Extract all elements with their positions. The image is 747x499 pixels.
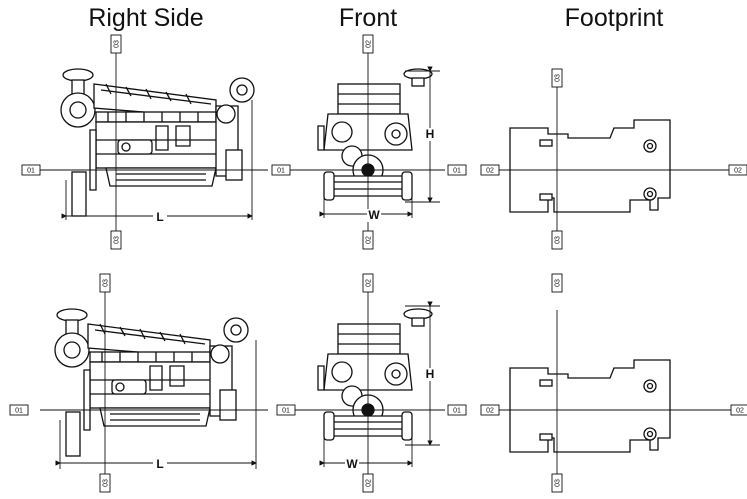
engine-front-view-bottom xyxy=(317,308,433,441)
heading-front: Front xyxy=(338,4,398,32)
axis-tag-01-side-right-bottom-label: 01 xyxy=(282,408,290,415)
axis-tag-03-side-bottom-top-label: 03 xyxy=(114,236,121,244)
axis-tag-01-side-right-top: 01 xyxy=(271,164,291,176)
axis-tag-03-side-top-top-label: 03 xyxy=(114,40,121,48)
axis-tag-03-side-top-bottom: 03 xyxy=(99,273,111,293)
axis-tag-01-front-right-bottom: 01 xyxy=(447,404,467,416)
axis-tag-01-side-left-bottom-label: 01 xyxy=(15,408,23,415)
axis-tag-02-footprint-left-bottom-label: 02 xyxy=(486,408,494,415)
axis-tag-02-footprint-right-bottom: 02 xyxy=(730,404,747,416)
dimension-length-top-label: L xyxy=(156,210,163,224)
axis-tag-02-footprint-right-bottom-label: 02 xyxy=(736,408,744,415)
engine-footprint-view-top xyxy=(509,119,671,213)
axis-tag-01-side-left-top-label: 01 xyxy=(27,168,35,175)
axis-tag-03-side-bottom-top: 03 xyxy=(110,230,122,250)
engine-side-view-bottom xyxy=(54,308,249,457)
axis-tag-01-side-left-top: 01 xyxy=(21,164,41,176)
axis-tag-01-front-right-top: 01 xyxy=(447,164,467,176)
axis-tag-01-front-right-bottom-label: 01 xyxy=(453,408,461,415)
axis-tag-03-footprint-bottom-bottom: 03 xyxy=(551,473,563,493)
axis-tag-03-footprint-top-top-label: 03 xyxy=(555,74,562,82)
axis-tag-03-side-bottom-bottom-label: 03 xyxy=(103,479,110,487)
axis-tag-02-front-bottom-bottom-label: 02 xyxy=(366,479,373,487)
axis-tag-03-footprint-bottom-bottom-label: 03 xyxy=(555,479,562,487)
dimension-height-bottom-label: H xyxy=(426,367,435,381)
dimension-length-bottom-label: L xyxy=(156,457,163,471)
axis-tag-01-front-right-top-label: 01 xyxy=(453,168,461,175)
axis-tag-03-footprint-top-top: 03 xyxy=(551,68,563,88)
axis-tag-02-front-top-bottom: 02 xyxy=(362,273,374,293)
axis-tag-01-side-right-top-label: 01 xyxy=(277,168,285,175)
axis-tag-02-footprint-left-bottom: 02 xyxy=(480,404,500,416)
heading-footprint: Footprint xyxy=(564,4,664,32)
dimension-height-top-label: H xyxy=(426,127,435,141)
dimension-width-top-label: W xyxy=(368,208,380,222)
dimension-width-bottom-label: W xyxy=(346,457,358,471)
engine-footprint-view-bottom xyxy=(509,359,671,453)
axis-tag-02-footprint-right-top-label: 02 xyxy=(734,168,742,175)
axis-tag-03-side-bottom-bottom: 03 xyxy=(99,473,111,493)
axis-tag-02-footprint-left-top: 02 xyxy=(480,164,500,176)
axis-tag-02-front-top-bottom-label: 02 xyxy=(366,279,373,287)
engine-side-view-top xyxy=(60,68,255,217)
axis-tag-03-side-top-top: 03 xyxy=(110,34,122,54)
axis-tag-02-footprint-left-top-label: 02 xyxy=(486,168,494,175)
axis-tag-02-footprint-right-top: 02 xyxy=(728,164,747,176)
axis-tag-03-footprint-bottom-top-label: 03 xyxy=(555,236,562,244)
axis-tag-01-side-left-bottom: 01 xyxy=(9,404,29,416)
axis-tag-01-side-right-bottom: 01 xyxy=(276,404,296,416)
axis-tag-03-footprint-top-bottom: 03 xyxy=(551,273,563,293)
engine-front-view-top xyxy=(317,68,433,201)
axis-tag-03-side-top-bottom-label: 03 xyxy=(103,279,110,287)
heading-right-side: Right Side xyxy=(88,4,204,32)
axis-tag-02-front-bottom-top-label: 02 xyxy=(366,236,373,244)
axis-tag-02-front-top-top-label: 02 xyxy=(366,40,373,48)
axis-tag-02-front-bottom-top: 02 xyxy=(362,230,374,250)
axis-tag-02-front-bottom-bottom: 02 xyxy=(362,473,374,493)
axis-tag-02-front-top-top: 02 xyxy=(362,34,374,54)
axis-tag-03-footprint-bottom-top: 03 xyxy=(551,230,563,250)
axis-tag-03-footprint-top-bottom-label: 03 xyxy=(555,279,562,287)
